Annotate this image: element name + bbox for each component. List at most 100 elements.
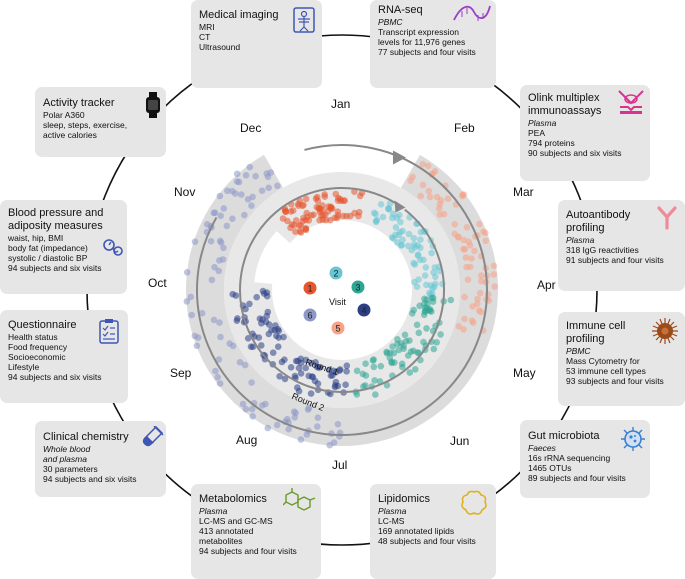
sample-dot [265,321,273,328]
sample-dot [314,423,321,430]
sample-dot [260,290,268,297]
box-title: Questionnaire [8,319,77,331]
sample-dot [406,369,414,376]
sample-dot [263,170,271,177]
sample-dot [461,315,468,323]
sample-dot [217,212,224,220]
box-blood-pressure: Blood pressure and adiposity measures wa… [0,200,127,294]
sample-dot [244,196,252,203]
sample-dot [433,339,441,346]
visit-legend-item: 3 [351,280,365,294]
sample-dot [343,362,351,370]
box-title: Blood pressure and [8,207,104,219]
box-line: 89 subjects and four visits [528,473,626,483]
sample-dot [430,345,438,353]
round-1-arc [239,187,445,393]
box-sample-type: Plasma [528,118,557,128]
box-line: 93 subjects and four visits [566,376,664,386]
sample-dot [239,400,247,408]
sample-dot [413,321,421,329]
sample-dot [330,367,337,375]
sample-dot [229,290,236,298]
sample-dot [468,317,476,325]
sample-dot [342,381,349,389]
sample-dot [314,414,322,422]
box-autoantibody: Autoantibody profiling Plasma 318 IgG re… [558,200,685,291]
sample-dot [386,354,394,362]
sample-dot [224,187,231,195]
sample-dot [408,246,416,254]
sample-dot [203,221,211,228]
box-line: metabolites [199,536,243,546]
month-nov: Nov [174,185,196,199]
sample-dot [241,361,249,369]
sample-dot [431,168,439,175]
box-medical-imaging: Medical imaging MRI CT Ultrasound [191,0,322,88]
sample-dot [429,298,437,306]
sample-dot [183,298,191,305]
sample-dot [296,228,304,235]
box-line: Food frequency [8,342,68,352]
sample-dot [219,256,227,263]
sample-dot [246,163,254,171]
sample-dot [216,380,224,387]
visit-legend-item: 4 [357,303,371,317]
sample-dot [473,300,481,308]
box-line: Mass Cytometry for [566,356,640,366]
sample-dot [274,182,281,190]
sample-dot [362,360,369,368]
box-metabolomics: Metabolomics Plasma LC-MS and GC-MS 413 … [191,484,321,579]
sample-dot [372,391,379,398]
box-line: 794 proteins [528,138,575,148]
sample-dot [362,372,370,379]
sample-dot [460,191,468,198]
sample-dot [307,359,315,367]
box-title: Lipidomics [378,493,430,505]
sample-dot [369,357,377,364]
month-feb: Feb [454,121,475,135]
clipboard-icon [99,319,119,344]
sample-dot [377,362,385,370]
round-arrows [196,144,488,436]
sample-dot [463,263,470,271]
sample-dot [244,335,252,342]
sample-dot [258,187,266,194]
sample-dot [429,285,436,292]
sample-dot [282,208,290,215]
sample-dot [436,211,444,218]
sample-dot [383,381,391,389]
sample-dot [397,218,404,226]
sample-dot [229,215,236,222]
visit-dot [329,266,343,280]
box-line: 1465 OTUs [528,463,572,473]
box-line: 48 subjects and four visits [378,536,476,546]
sample-dot [220,205,228,212]
hub-disc [280,228,404,352]
sample-dot [425,187,433,195]
box-title: Clinical chemistry [43,431,129,443]
box-line: levels for 11,976 genes [378,37,466,47]
sample-dot [415,329,423,337]
month-oct: Oct [148,276,167,290]
box-title: RNA-seq [378,4,423,16]
box-gut-microbiota: Gut microbiota Faeces 16s rRNA sequencin… [520,420,650,498]
sample-dot [295,364,303,372]
sample-dot [242,405,250,413]
sample-dot [248,202,255,209]
box-title-line2: immunoassays [528,105,602,117]
month-jul: Jul [332,458,348,472]
sample-dot [249,413,256,420]
box-line: waist, hip, BMI [8,233,64,243]
sample-dot [405,230,413,238]
immune-cell-icon [652,318,678,344]
sample-dot [332,190,340,198]
sample-dot [491,283,499,290]
sample-dot [401,331,409,339]
molecule-icon [283,488,316,511]
sample-dot [468,255,475,262]
test-tube-icon [142,426,164,447]
sample-dot [414,242,422,249]
sample-dot [444,195,452,202]
box-sample-type: PBMC [566,346,591,356]
